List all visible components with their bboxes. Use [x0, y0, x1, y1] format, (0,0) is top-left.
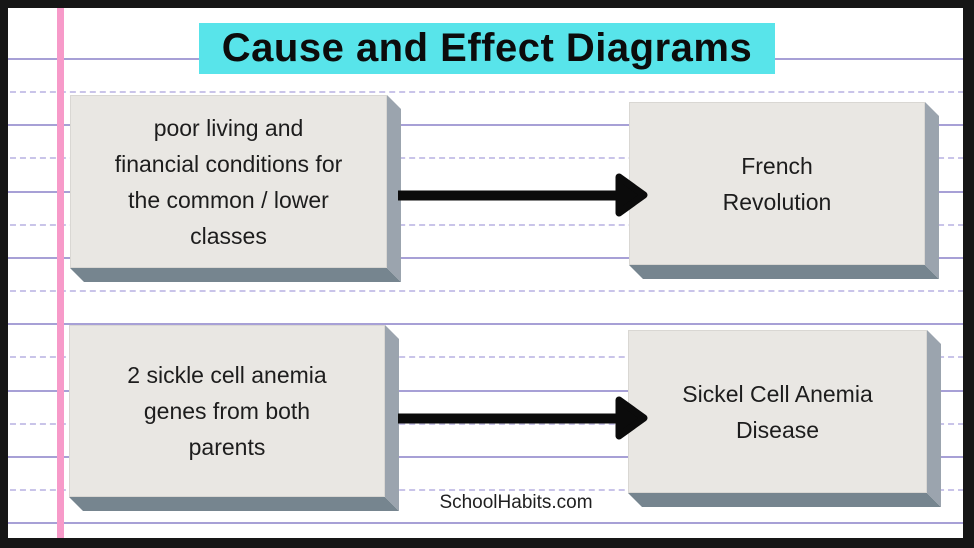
effect-text: Sickel Cell Anemia Disease [682, 380, 873, 443]
ruled-line [0, 489, 974, 491]
block-3d-shadow [628, 330, 941, 507]
arrow-right-icon [398, 396, 648, 440]
cause-text: poor living and financial conditions for… [114, 114, 343, 249]
effect-text: French Revolution [722, 152, 832, 215]
ruled-line [0, 224, 974, 226]
ruled-line [0, 257, 974, 259]
arrow-right-icon [398, 173, 648, 217]
block-3d-shadow [629, 102, 939, 279]
block-3d-shadow [69, 325, 399, 511]
cause-text: 2 sickle cell anemia genes from both par… [127, 362, 327, 460]
watermark: SchoolHabits.com [439, 492, 593, 513]
ruled-line [0, 522, 974, 524]
ruled-line [0, 290, 974, 292]
block-3d-shadow [70, 95, 401, 282]
ruled-line [0, 423, 974, 425]
ruled-line [0, 356, 974, 358]
ruled-line [0, 124, 974, 126]
page-title-highlight: Cause and Effect Diagrams [199, 23, 775, 74]
ruled-line [0, 323, 974, 325]
margin-line [57, 0, 64, 548]
ruled-line [0, 390, 974, 392]
ruled-line [0, 456, 974, 458]
page-title: Cause and Effect Diagrams [221, 26, 753, 70]
ruled-line [0, 91, 974, 93]
ruled-line [0, 157, 974, 159]
